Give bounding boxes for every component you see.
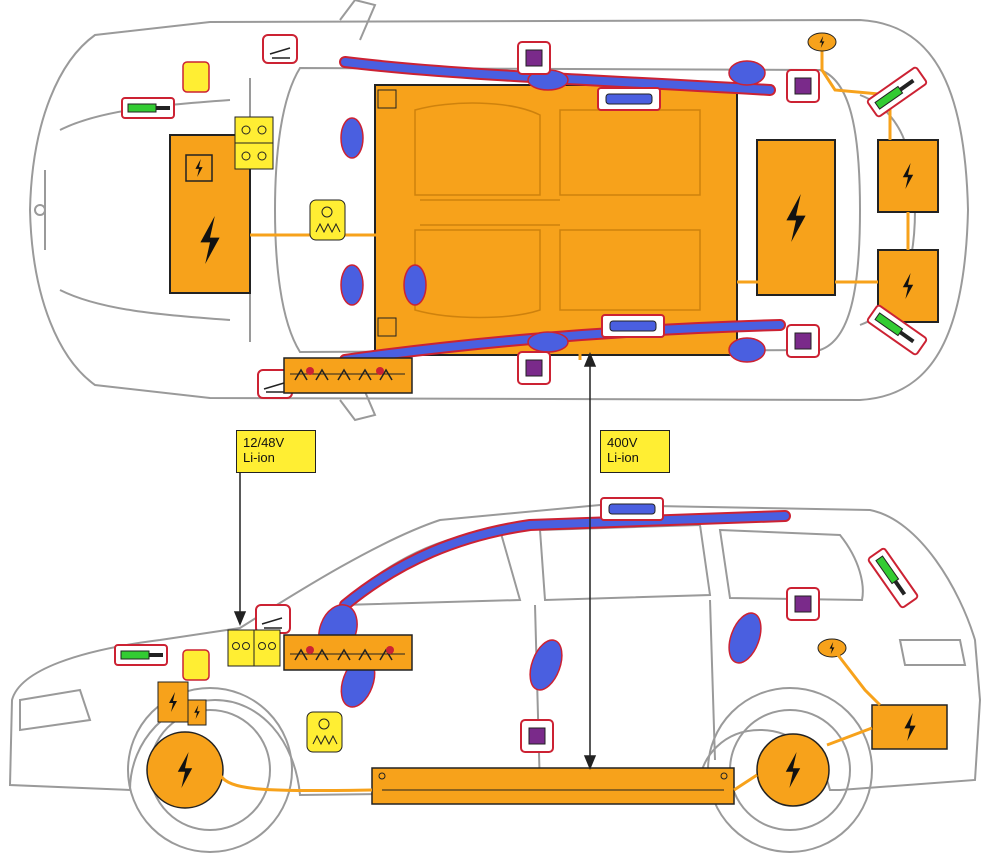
side-fuse-icon [182, 649, 210, 681]
side-hood-lift-icon [255, 604, 291, 634]
side-gas-struts [114, 547, 919, 666]
lv-label-line2: Li-ion [243, 450, 275, 465]
hv-label-line1: 400V [607, 435, 638, 450]
top-fuse-icon [182, 61, 210, 93]
side-hv-battery [371, 767, 735, 805]
side-hv-components [146, 638, 948, 809]
top-roof-cylinders [597, 87, 665, 338]
top-pyro-fuse [309, 199, 346, 241]
lv-label-line1: 12/48V [243, 435, 285, 450]
side-roof-cylinder [600, 497, 664, 521]
top-hood-lift-icons [257, 34, 298, 399]
top-pyro-strip [283, 357, 413, 394]
side-curtain-airbag [339, 510, 791, 611]
top-low-voltage-battery [234, 116, 274, 170]
top-body-outline [28, 18, 970, 402]
top-gas-struts [121, 66, 928, 356]
side-seatbelt-pretensioners [520, 587, 820, 753]
top-hv-battery-floor [374, 84, 738, 356]
hv-label-line2: Li-ion [607, 450, 639, 465]
callout-lines [233, 352, 597, 770]
top-seatbelt-pretensioners [517, 41, 820, 385]
side-pyro-fuse [306, 711, 343, 753]
side-hv-cables [218, 654, 882, 793]
top-airbags [340, 60, 766, 363]
side-pyro-strip [283, 634, 413, 671]
side-low-voltage-battery [227, 629, 281, 667]
side-body-outline [8, 503, 982, 797]
low-voltage-battery-label: 12/48V Li-ion [236, 430, 316, 473]
high-voltage-battery-label: 400V Li-ion [600, 430, 670, 473]
